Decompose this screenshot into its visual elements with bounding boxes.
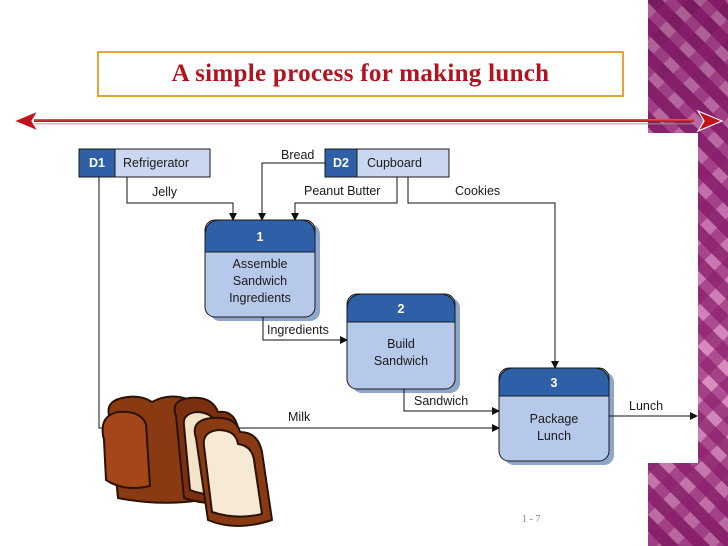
process-3-line-1: Package bbox=[530, 412, 579, 426]
process-1-line-2: Sandwich bbox=[233, 274, 287, 288]
flow-label-sandwich: Sandwich bbox=[414, 394, 468, 408]
flow-milk bbox=[98, 177, 500, 432]
slide-title: A simple process for making lunch bbox=[171, 60, 550, 87]
process-1-line-3: Ingredients bbox=[229, 291, 291, 305]
store-name-refrigerator: Refrigerator bbox=[123, 156, 189, 170]
process-1-number: 1 bbox=[257, 230, 264, 244]
process-1-assemble: 1 Assemble Sandwich Ingredients bbox=[204, 219, 320, 321]
flow-label-jelly: Jelly bbox=[152, 185, 178, 199]
data-store-refrigerator: D1 Refrigerator bbox=[78, 148, 211, 178]
flow-label-lunch: Lunch bbox=[629, 399, 663, 413]
process-3-line-2: Lunch bbox=[537, 429, 571, 443]
flow-jelly bbox=[126, 177, 237, 221]
store-id-d1: D1 bbox=[89, 156, 105, 170]
flow-label-ingredients: Ingredients bbox=[267, 323, 329, 337]
flow-lines bbox=[98, 162, 698, 432]
flow-ingredients bbox=[262, 317, 348, 344]
process-2-line-2: Sandwich bbox=[374, 354, 428, 368]
process-3-number: 3 bbox=[551, 376, 558, 390]
process-2-build: 2 Build Sandwich bbox=[346, 293, 460, 393]
flow-bread bbox=[258, 162, 325, 221]
process-2-line-1: Build bbox=[387, 337, 415, 351]
bread-clipart bbox=[101, 395, 273, 527]
flow-peanut-butter bbox=[291, 177, 398, 221]
process-2-number: 2 bbox=[398, 302, 405, 316]
data-store-cupboard: D2 Cupboard bbox=[324, 148, 450, 178]
flow-label-peanut-butter: Peanut Butter bbox=[304, 184, 380, 198]
process-1-line-1: Assemble bbox=[233, 257, 288, 271]
store-name-cupboard: Cupboard bbox=[367, 156, 422, 170]
process-3-package: 3 Package Lunch bbox=[498, 367, 614, 465]
title-box: A simple process for making lunch bbox=[97, 51, 624, 97]
flow-label-cookies: Cookies bbox=[455, 184, 500, 198]
flow-label-milk: Milk bbox=[288, 410, 311, 424]
page-number: 1 - 7 bbox=[522, 514, 541, 525]
flow-label-bread: Bread bbox=[281, 148, 314, 162]
flow-sandwich bbox=[403, 389, 500, 415]
store-id-d2: D2 bbox=[333, 156, 349, 170]
flow-cookies bbox=[407, 177, 559, 369]
